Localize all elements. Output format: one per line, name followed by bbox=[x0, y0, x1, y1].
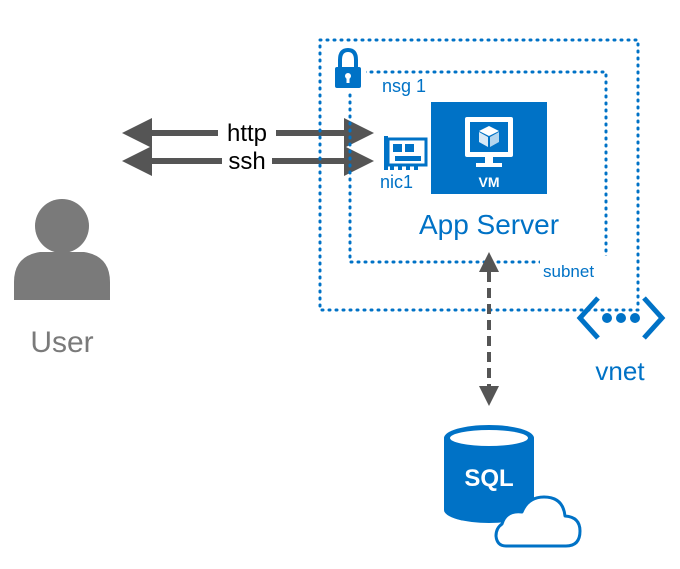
user-label: User bbox=[30, 326, 93, 359]
sql-database-icon bbox=[444, 425, 534, 523]
ssh-connection: ssh bbox=[122, 146, 374, 176]
subnet-boundary bbox=[348, 70, 608, 264]
subnet-label: subnet bbox=[543, 262, 594, 281]
nic-label: nic1 bbox=[380, 172, 413, 192]
cloud-icon bbox=[494, 495, 582, 548]
http-label: http bbox=[227, 120, 267, 147]
vnet-icon bbox=[576, 296, 666, 340]
nsg-label: nsg 1 bbox=[382, 76, 426, 96]
vnet-label: vnet bbox=[595, 356, 645, 386]
vm-badge: VM bbox=[479, 174, 500, 190]
sql-label: SQL bbox=[464, 465, 513, 492]
ssh-label: ssh bbox=[228, 148, 265, 175]
user-icon bbox=[14, 199, 110, 300]
http-connection: http bbox=[122, 118, 374, 148]
nic-icon bbox=[384, 136, 428, 170]
app-server-label: App Server bbox=[419, 209, 559, 240]
lock-icon bbox=[335, 47, 361, 88]
vm-icon bbox=[431, 102, 547, 194]
